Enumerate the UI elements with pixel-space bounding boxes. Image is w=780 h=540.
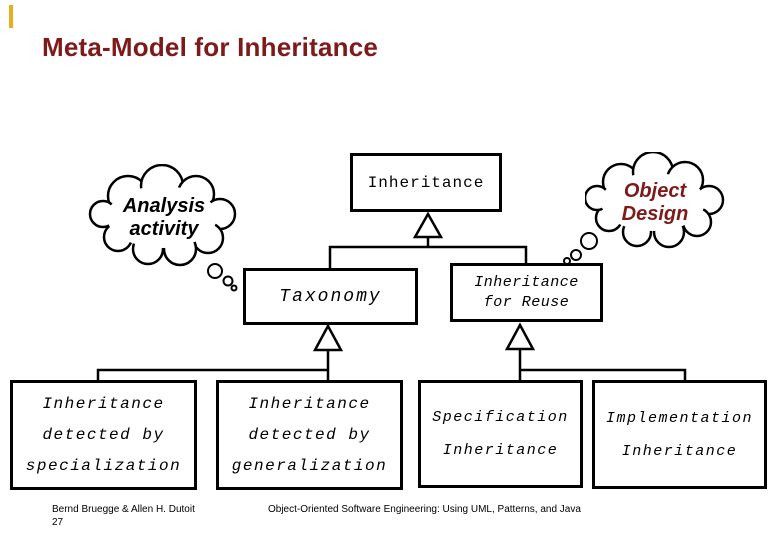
footer-page-number: 27 <box>52 517 64 528</box>
thought-bubble-icon <box>222 275 234 287</box>
node-label: Taxonomy <box>279 286 382 307</box>
footer-authors: Bernd Bruegge & Allen H. Dutoit 27 <box>52 503 272 529</box>
footer-author-names: Bernd Bruegge & Allen H. Dutoit <box>52 504 195 515</box>
cloud-analysis-activity: Analysis activity <box>88 164 240 268</box>
cloud-icon <box>585 152 725 249</box>
node-inheritance-detected-by-specialization: Inheritance detected by specialization <box>10 380 197 490</box>
node-specification-inheritance: Specification Inheritance <box>418 380 583 488</box>
cloud-icon <box>88 164 237 267</box>
generalization-triangle-icon <box>312 323 344 352</box>
node-implementation-inheritance: Implementation Inheritance <box>592 380 767 489</box>
accent-bar <box>9 5 13 28</box>
node-label-line: Implementation <box>605 409 754 427</box>
thought-bubble-icon <box>207 263 223 279</box>
node-label-line: Inheritance <box>42 394 165 413</box>
cloud-label-line: Design <box>621 203 689 225</box>
thought-bubble-icon <box>580 232 598 250</box>
cloud-label-line: activity <box>129 218 199 240</box>
node-label-line: detected by <box>42 425 165 444</box>
footer-book-title: Object-Oriented Software Engineering: Us… <box>268 504 581 515</box>
slide-title: Meta-Model for Inheritance <box>42 32 379 62</box>
cloud-analysis-label: Analysis activity <box>88 164 240 268</box>
cloud-label-line: Analysis <box>122 195 206 217</box>
node-label-line: Inheritance <box>474 273 579 291</box>
node-label: Inheritance <box>367 173 485 192</box>
node-label-line: Inheritance <box>248 394 371 413</box>
node-label-line: specialization <box>25 456 182 475</box>
connector-top-split <box>328 245 528 268</box>
node-label-line: for Reuse <box>483 293 570 311</box>
connector-right-split <box>520 368 687 381</box>
cloud-object-design-label: Object Design <box>585 152 725 252</box>
node-label-line: Inheritance <box>621 442 738 460</box>
node-taxonomy: Taxonomy <box>243 268 418 325</box>
node-inheritance: Inheritance <box>350 153 502 212</box>
generalization-triangle-icon <box>412 211 444 239</box>
node-label-line: generalization <box>231 456 388 475</box>
cloud-object-design: Object Design <box>585 152 725 252</box>
node-label-line: Inheritance <box>442 442 559 459</box>
connector-left-split <box>96 368 328 381</box>
thought-bubble-icon <box>570 249 582 261</box>
node-label-line: detected by <box>248 425 371 444</box>
thought-bubble-icon <box>230 284 238 292</box>
node-inheritance-for-reuse: Inheritance for Reuse <box>450 263 603 322</box>
cloud-label-line: Object <box>623 180 687 202</box>
generalization-triangle-icon <box>504 322 536 351</box>
node-label-line: Specification <box>432 409 569 426</box>
node-inheritance-detected-by-generalization: Inheritance detected by generalization <box>216 380 403 490</box>
